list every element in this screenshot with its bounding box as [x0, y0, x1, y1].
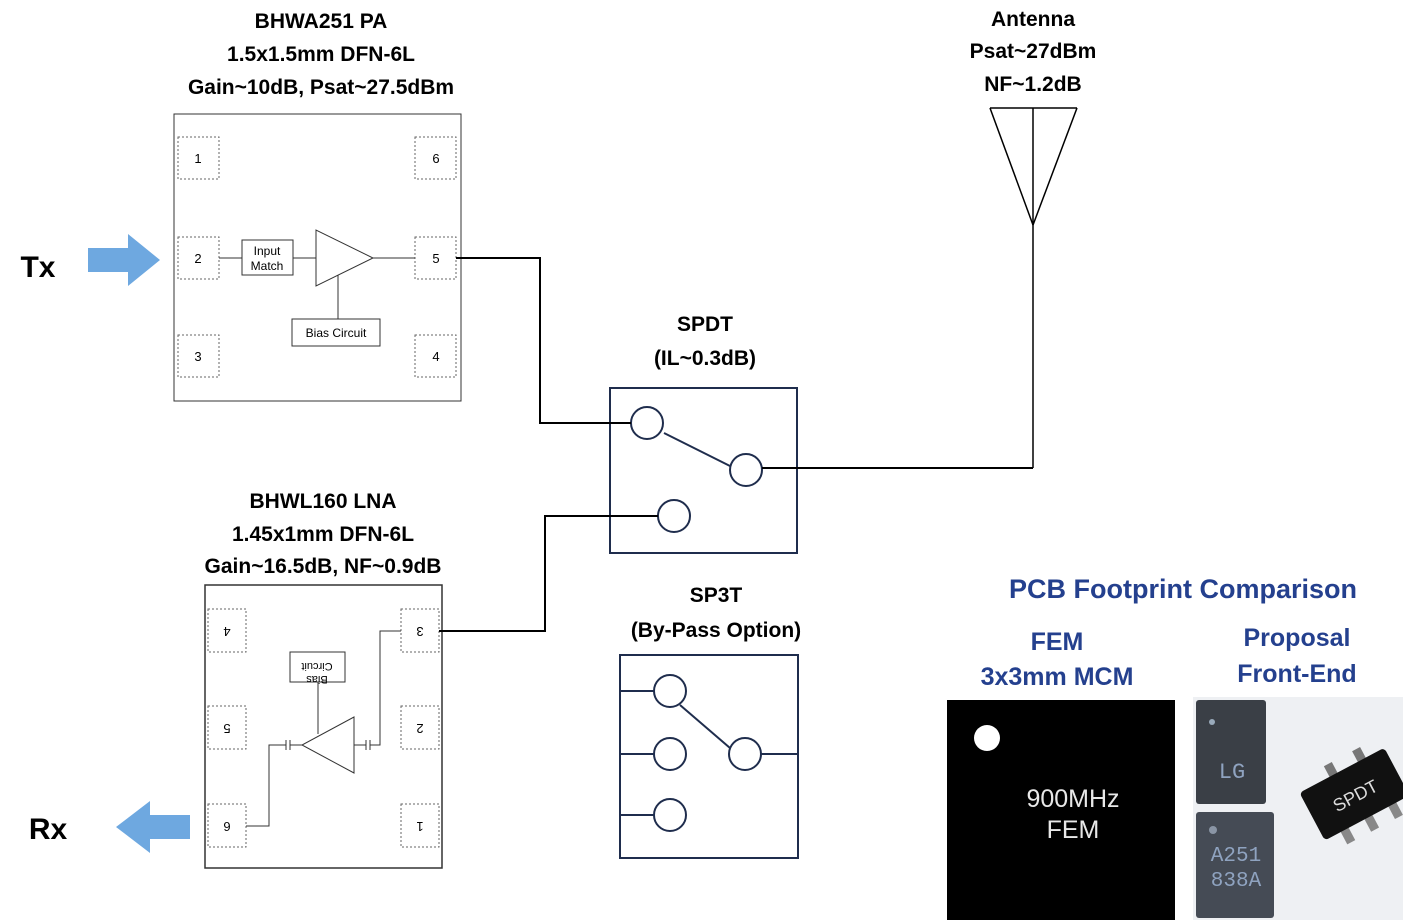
- rf-connections: [439, 257, 1033, 632]
- antenna-title: Antenna Psat~27dBm NF~1.2dB: [970, 8, 1097, 96]
- fem-label-line-1: FEM: [1031, 628, 1084, 656]
- antenna-title-line-3: NF~1.2dB: [984, 73, 1081, 96]
- lna-package: [204, 584, 443, 869]
- lna-pin-2-pad: [400, 705, 440, 750]
- spdt-title-line-1: SPDT: [677, 313, 733, 336]
- pa-pin-4-label: 4: [432, 349, 439, 364]
- lna-bias-line-2: Circuit: [301, 660, 332, 672]
- lna-bias-line-1: Bias: [306, 673, 328, 685]
- lna-amplifier-icon: [300, 716, 355, 774]
- lna-internal-wires: [246, 630, 401, 827]
- lna-pin-1-label: 1: [416, 819, 423, 834]
- lna-pin-6-pad: [207, 803, 247, 848]
- pa-title-line-3: Gain~10dB, Psat~27.5dBm: [188, 76, 454, 99]
- fem-chip-photo: 900MHz FEM: [947, 700, 1175, 920]
- pa-chip-marking: LG: [1219, 760, 1245, 785]
- lna-pin-5-label: 5: [223, 721, 230, 736]
- pa-pin-3-label: 3: [194, 349, 201, 364]
- lna-chip-marking-line-1: A251: [1211, 845, 1261, 868]
- tx-arrow-icon: [88, 234, 160, 286]
- proposal-label-line-1: Proposal: [1244, 624, 1351, 652]
- pa-title-line-1: BHWA251 PA: [255, 10, 388, 33]
- antenna-icon: [989, 107, 1078, 468]
- spdt-switch-box: [609, 387, 798, 554]
- fem-chip-text-line-1: 900MHz: [1026, 785, 1119, 813]
- lna-title-line-3: Gain~16.5dB, NF~0.9dB: [205, 555, 442, 578]
- lna-chip-marking-line-2: 838A: [1211, 870, 1262, 893]
- pa-pin-5-label: 5: [432, 251, 439, 266]
- lna-pin-1-pad: [400, 803, 440, 848]
- lna-pin-4-label: 4: [223, 624, 230, 639]
- spdt-chip: SPDT: [1300, 747, 1403, 845]
- sp3t-switch-box: [619, 654, 799, 859]
- sp3t-title-line-2: (By-Pass Option): [631, 619, 801, 642]
- rx-label: Rx: [29, 813, 68, 846]
- spdt-switch-icon: [630, 406, 763, 533]
- lna-title-line-2: 1.45x1mm DFN-6L: [232, 523, 414, 546]
- pa-pin-4-pad: [414, 334, 457, 378]
- rx-arrow-icon: [116, 801, 190, 853]
- pa-input-match-line-1: Input: [254, 244, 281, 258]
- pa-pin-6-label: 6: [432, 151, 439, 166]
- pa-pin-6-pad: [414, 136, 457, 180]
- proposal-label-line-2: Front-End: [1237, 660, 1356, 688]
- pa-bias-box: [291, 318, 381, 347]
- pcb-comparison-title: PCB Footprint Comparison: [1009, 574, 1357, 604]
- lna-pin-4-pad: [207, 608, 247, 653]
- sp3t-title-line-1: SP3T: [690, 584, 743, 607]
- lna-bias-box: [289, 651, 346, 683]
- lna-title-line-1: BHWL160 LNA: [249, 490, 396, 513]
- lna-pin-6-label: 6: [223, 819, 230, 834]
- fem-chip-text-line-2: FEM: [1047, 816, 1100, 844]
- lna-pin-2-label: 2: [416, 721, 423, 736]
- sp3t-switch-icon: [620, 674, 798, 832]
- pa-bias-label: Bias Circuit: [306, 326, 367, 340]
- pa-title: BHWA251 PA 1.5x1.5mm DFN-6L Gain~10dB, P…: [188, 10, 454, 99]
- pa-input-match-line-2: Match: [251, 259, 284, 273]
- pa-pin-3-pad: [177, 334, 220, 378]
- fem-label-line-2: 3x3mm MCM: [981, 663, 1134, 691]
- pa-input-match-box: [241, 239, 294, 276]
- tx-label: Tx: [20, 251, 55, 284]
- pa-pin-1-label: 1: [194, 151, 201, 166]
- antenna-title-line-1: Antenna: [991, 8, 1075, 31]
- pa-title-line-2: 1.5x1.5mm DFN-6L: [227, 43, 415, 66]
- lna-pin-5-pad: [207, 705, 247, 750]
- spdt-title-line-2: (IL~0.3dB): [654, 347, 756, 370]
- lna-pin-3-label: 3: [416, 624, 423, 639]
- pa-pin-1-pad: [177, 136, 220, 180]
- pa-pin-2-label: 2: [194, 251, 201, 266]
- proposal-chips-photo: LG A251 838A SPDT: [1193, 697, 1403, 920]
- pa-amplifier-icon: [315, 229, 375, 287]
- antenna-title-line-2: Psat~27dBm: [970, 40, 1097, 63]
